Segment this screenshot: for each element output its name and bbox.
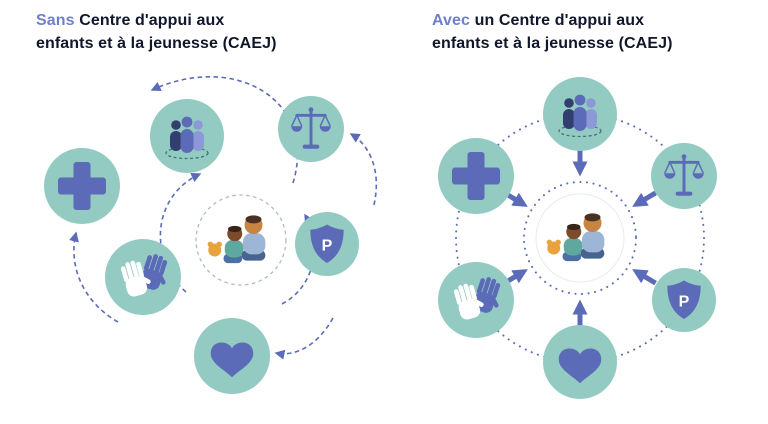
left-diagram: P xyxy=(44,75,378,394)
right-center-child xyxy=(535,193,625,283)
right-title-line1: un Centre d'appui aux xyxy=(470,12,645,29)
left-center-child xyxy=(195,194,287,286)
right-node-justice xyxy=(651,143,717,209)
dotted-connection-ring xyxy=(455,113,705,363)
right-title-line2: enfants et à la jeunesse (CAEJ) xyxy=(432,34,673,52)
left-node-justice xyxy=(278,96,344,162)
right-node-heart xyxy=(543,325,617,399)
left-node-glove xyxy=(105,239,181,315)
police-shield-letter: P xyxy=(322,238,333,255)
police-shield-letter: P xyxy=(679,294,690,311)
left-title-line2: enfants et à la jeunesse (CAEJ) xyxy=(36,34,277,52)
chaotic-arrow xyxy=(69,231,119,323)
inward-arrow xyxy=(632,269,657,286)
left-node-people-group xyxy=(150,99,224,173)
right-node-police: P xyxy=(652,268,716,332)
left-title-accent: Sans xyxy=(36,12,75,29)
left-title-line1: Centre d'appui aux xyxy=(74,12,225,29)
right-title-accent: Avec xyxy=(432,12,471,29)
right-node-people-group xyxy=(543,77,617,151)
inward-arrow xyxy=(632,190,657,207)
right-title: Avec un Centre d'appui aux enfants et à … xyxy=(432,10,732,55)
left-node-police: P xyxy=(295,212,359,276)
right-node-glove xyxy=(438,262,514,338)
chaotic-arrow xyxy=(349,133,378,206)
dotted-center-ring xyxy=(523,181,637,295)
chaotic-arrow xyxy=(274,317,334,360)
left-node-medical xyxy=(44,148,120,224)
left-title: Sans Centre d'appui aux enfants et à la … xyxy=(36,10,336,55)
right-diagram: P xyxy=(438,77,717,399)
left-node-heart xyxy=(194,318,270,394)
right-node-medical xyxy=(438,138,514,214)
chaotic-arrow xyxy=(150,75,299,184)
